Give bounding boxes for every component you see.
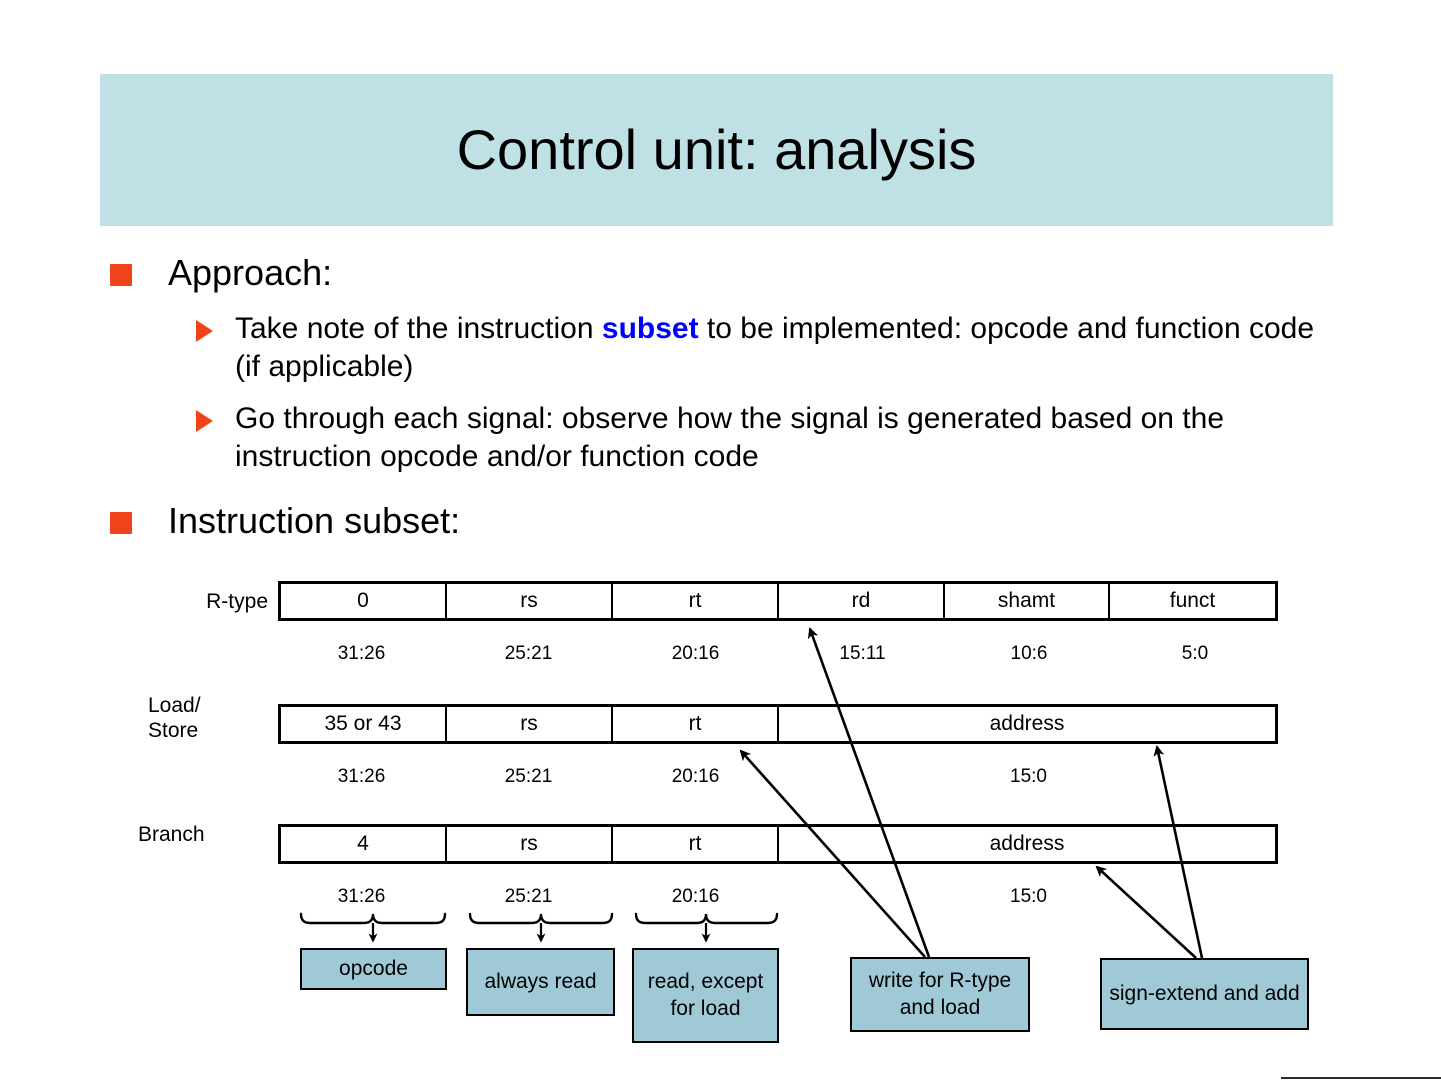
field-cell: rs xyxy=(447,584,613,618)
field-cell: 4 xyxy=(281,827,447,861)
brace-opcode xyxy=(299,912,447,925)
bit-range: 5:0 xyxy=(1181,643,1209,664)
bullet-instruction-subset: Instruction subset: xyxy=(110,500,460,541)
instruction-row-r-type: 0 rs rt rd shamt funct xyxy=(278,581,1278,621)
bit-range: 15:11 xyxy=(839,643,886,664)
instruction-row-load-store: 35 or 43 rs rt address xyxy=(278,704,1278,744)
bullet-approach-label: Approach: xyxy=(168,252,333,293)
square-bullet-icon xyxy=(110,264,132,286)
square-bullet-icon xyxy=(110,512,132,534)
bit-range: 10:6 xyxy=(1010,643,1048,664)
bit-range: 15:0 xyxy=(1010,886,1047,907)
slide-title-banner: Control unit: analysis xyxy=(100,74,1333,226)
highlight-subset: subset xyxy=(601,312,699,345)
field-cell: rd xyxy=(779,584,945,618)
bit-range: 25:21 xyxy=(504,766,553,787)
field-cell: rs xyxy=(447,707,613,741)
format-label-line: Branch xyxy=(138,823,205,846)
bit-range: 31:26 xyxy=(337,886,386,907)
callout-always-read: always read xyxy=(466,948,615,1016)
format-label-line: Store xyxy=(148,718,199,742)
field-cell: rt xyxy=(613,827,779,861)
arrow-bullet-icon xyxy=(196,320,213,342)
bullet-approach: Approach: xyxy=(110,252,332,293)
callout-text: opcode xyxy=(339,956,408,980)
bit-range: 20:16 xyxy=(671,766,720,787)
arrow-to-address-branch xyxy=(1095,865,1197,959)
instruction-row-branch: 4 rs rt address xyxy=(278,824,1278,864)
format-label-load-store: Load/ Store xyxy=(148,694,268,744)
bit-range: 31:26 xyxy=(337,643,386,664)
sub-bullet-take-note: Take note of the instruction subset to b… xyxy=(196,310,1325,387)
brace-always-read xyxy=(468,912,614,925)
format-label-line: R-type xyxy=(206,590,268,613)
field-cell: funct xyxy=(1169,589,1216,612)
callout-write-for-r-type-and-load: write for R-type and load xyxy=(850,957,1030,1032)
bit-range: 25:21 xyxy=(504,643,553,664)
bit-range: 31:26 xyxy=(337,766,386,787)
callout-text: read, except for load xyxy=(647,970,764,1020)
page-title: Control unit: analysis xyxy=(456,118,977,182)
format-label-r-type: R-type xyxy=(148,590,268,615)
bit-range-row-load-store: 31:26 25:21 20:16 15:0 xyxy=(278,764,1278,790)
field-cell: 0 xyxy=(281,584,447,618)
bit-range: 20:16 xyxy=(671,643,720,664)
sub-bullet-text-pre: Take note of the instruction xyxy=(235,312,602,345)
bit-range: 20:16 xyxy=(671,886,720,907)
field-cell: 35 or 43 xyxy=(281,707,447,741)
field-cell: rt xyxy=(613,584,779,618)
sub-bullet-go-through-text: Go through each signal: observe how the … xyxy=(235,402,1225,474)
bit-range-row-branch: 31:26 25:21 20:16 15:0 xyxy=(278,884,1278,910)
field-cell: address xyxy=(989,712,1065,735)
bit-range: 15:0 xyxy=(1010,766,1047,787)
sub-bullet-go-through: Go through each signal: observe how the … xyxy=(196,400,1325,477)
callout-text: always read xyxy=(484,969,597,993)
bullet-instruction-subset-label: Instruction subset: xyxy=(168,500,461,541)
bottom-edge-artifact xyxy=(1281,1077,1441,1079)
callout-read-except-for-load: read, except for load xyxy=(632,948,779,1043)
callout-text: write for R-type and load xyxy=(868,969,1012,1019)
field-cell: rs xyxy=(447,827,613,861)
field-cell: shamt xyxy=(945,584,1110,618)
sub-bullet-text-post: to be implemented: opcode and function c… xyxy=(235,312,1315,384)
callout-text: sign-extend and add xyxy=(1109,981,1300,1005)
field-cell: address xyxy=(989,832,1065,855)
sub-bullet-take-note-text: Take note of the instruction subset to b… xyxy=(235,310,1325,387)
brace-read-except xyxy=(634,912,779,925)
bit-range-row-r-type: 31:26 25:21 20:16 15:11 10:6 5:0 xyxy=(278,641,1278,667)
format-label-branch: Branch xyxy=(138,823,258,848)
bit-range: 25:21 xyxy=(504,886,553,907)
field-cell: rt xyxy=(613,707,779,741)
format-label-line: Load/ xyxy=(148,694,201,717)
arrow-bullet-icon xyxy=(196,410,213,432)
callout-sign-extend-and-add: sign-extend and add xyxy=(1100,958,1309,1030)
callout-opcode: opcode xyxy=(300,948,447,990)
